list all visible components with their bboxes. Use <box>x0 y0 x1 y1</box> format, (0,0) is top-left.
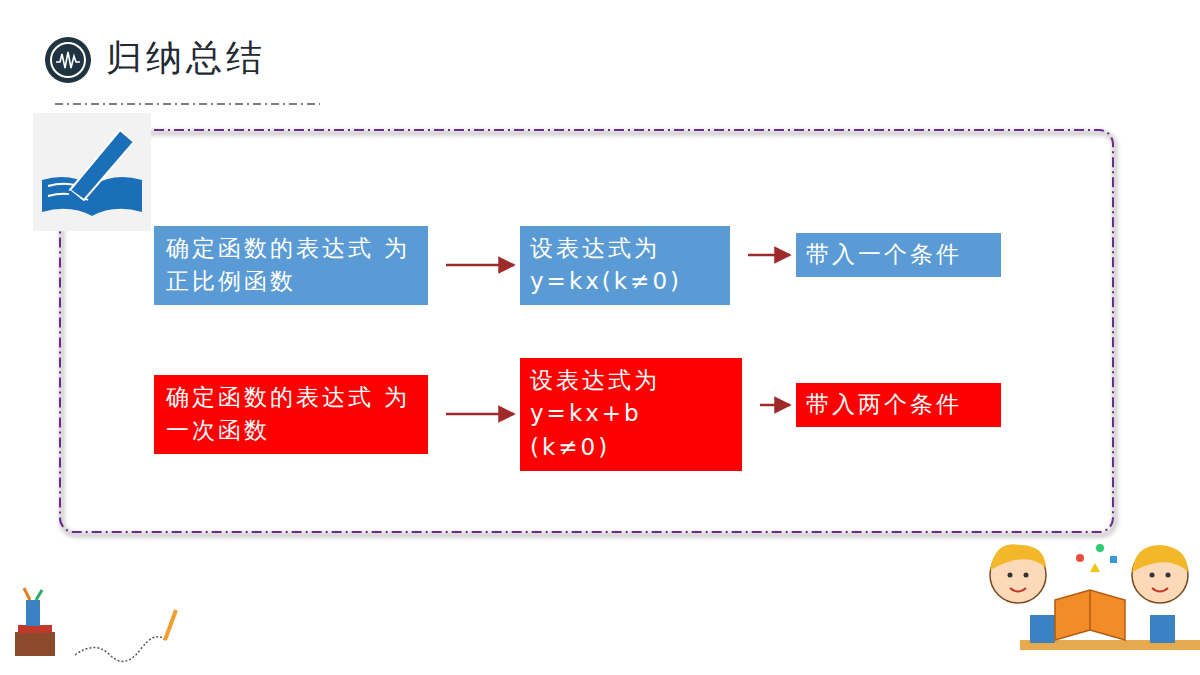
process-box: 设表达式为 y=kx+b (k≠0) <box>520 358 742 471</box>
frame <box>60 130 1113 532</box>
frame-shadow <box>62 133 1115 535</box>
process-box: 设表达式为 y=kx(k≠0) <box>520 226 730 305</box>
pen <box>70 130 134 200</box>
flow-arrow <box>760 404 790 407</box>
box-text: 确定函数的表达式 为一次函数 <box>166 381 416 448</box>
title-icon-ring <box>51 43 85 77</box>
book-icon-bg <box>33 113 151 231</box>
box-text: 带入一个条件 <box>806 238 991 271</box>
process-box: 确定函数的表达式 为一次函数 <box>154 375 428 454</box>
box-text: 设表达式为 y=kx(k≠0) <box>530 232 720 299</box>
flow-arrow <box>446 413 514 416</box>
process-box: 带入两个条件 <box>796 383 1001 427</box>
flow-arrow <box>748 254 790 257</box>
flow-arrow <box>446 264 514 267</box>
title-icon-wave <box>56 52 80 68</box>
pencil-decoration <box>15 588 176 661</box>
box-text: 设表达式为 y=kx+b (k≠0) <box>530 364 732 464</box>
title-icon <box>45 37 91 83</box>
pen-nib <box>66 190 80 204</box>
kids-illustration <box>990 544 1200 650</box>
title-underline <box>55 103 320 105</box>
process-box: 带入一个条件 <box>796 233 1001 277</box>
box-text: 带入两个条件 <box>806 388 991 421</box>
process-box: 确定函数的表达式 为正比例函数 <box>154 226 428 305</box>
slide-title: 归纳总结 <box>106 34 266 83</box>
box-text: 确定函数的表达式 为正比例函数 <box>166 232 416 299</box>
